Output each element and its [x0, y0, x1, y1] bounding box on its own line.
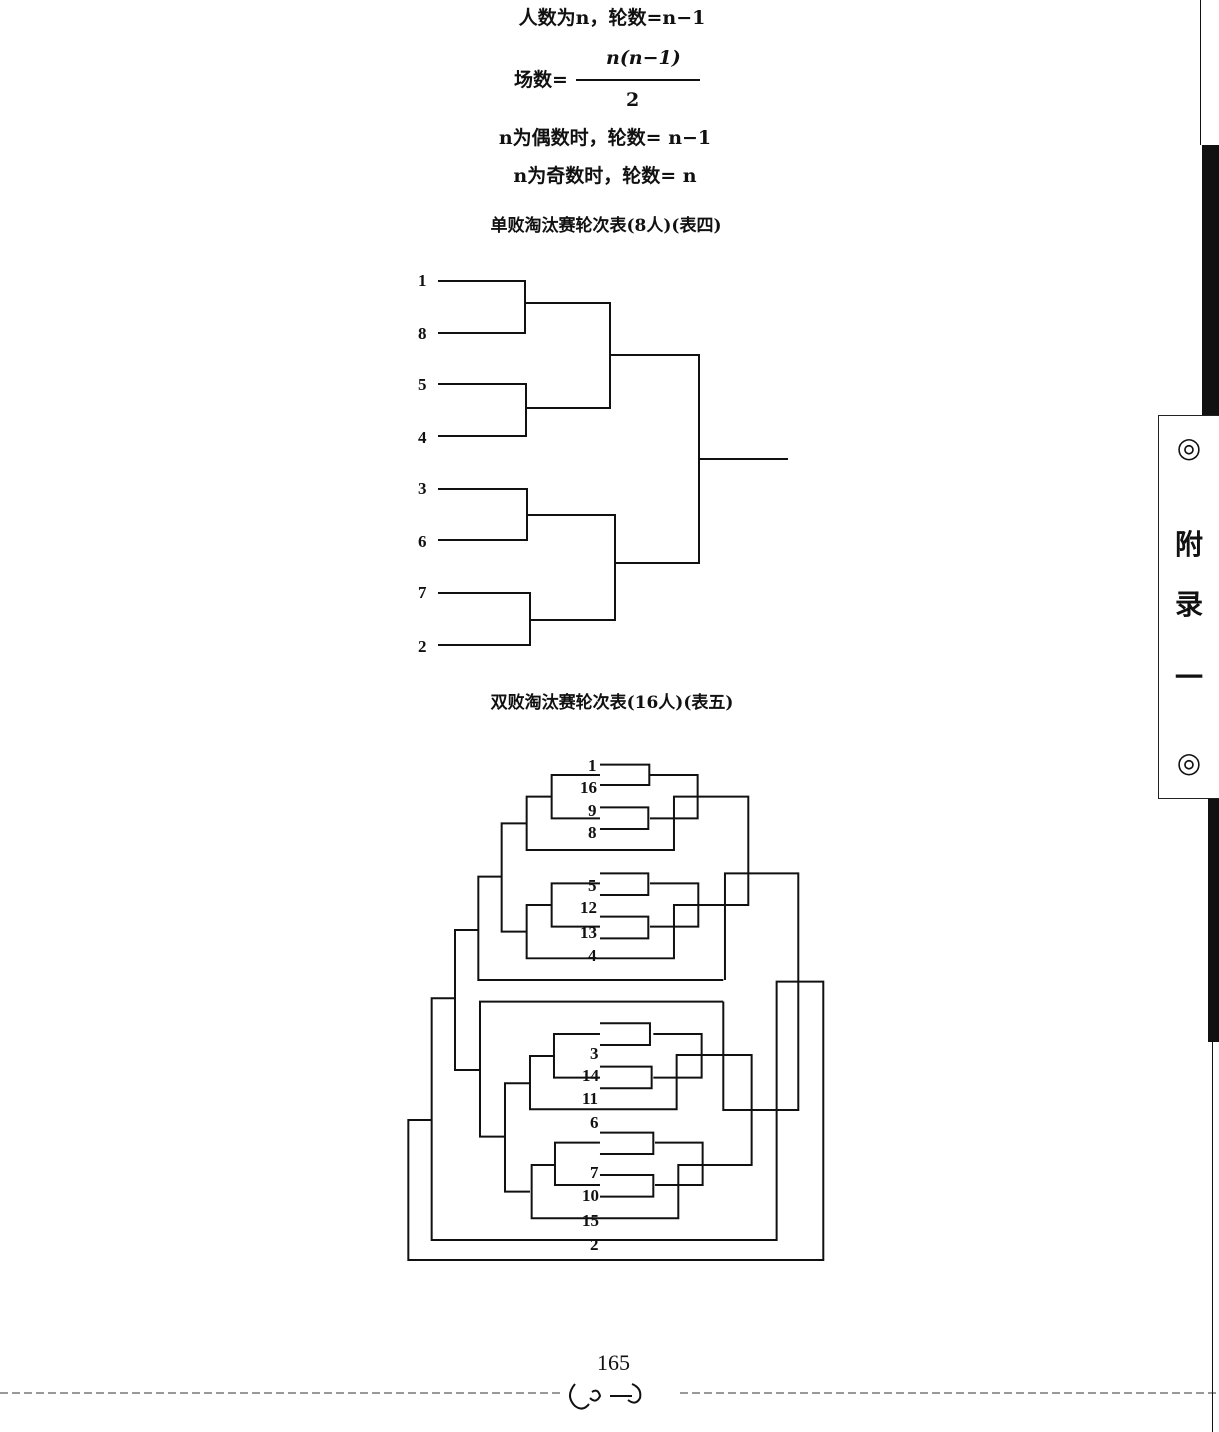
seed-label: 7 [590, 1163, 599, 1182]
tab-char: 附 [1174, 528, 1203, 561]
tab-char: 录 [1174, 588, 1203, 621]
seed-label: 3 [418, 479, 427, 498]
seed-label: 12 [580, 898, 597, 917]
circle-mark-icon: ◎ [1176, 746, 1202, 779]
seed-label: 5 [588, 876, 597, 895]
matches-label: 场数= [514, 69, 568, 91]
single-elim-title: 单败淘汰赛轮次表(8人)(表四) [490, 216, 722, 236]
seed-label: 7 [418, 583, 427, 602]
seed-label: 6 [418, 532, 427, 551]
ornament-logo [569, 1383, 642, 1410]
seed-label: 13 [580, 923, 597, 942]
seed-label: 2 [590, 1235, 599, 1254]
formula-rounds: 人数为n，轮数=n−1 [518, 7, 706, 29]
seed-label: 3 [590, 1044, 599, 1063]
margin-rule-bottom [1212, 1042, 1213, 1432]
seed-label: 15 [582, 1211, 599, 1230]
circle-mark-icon: ◎ [1176, 431, 1202, 464]
seed-label: 4 [418, 428, 427, 447]
margin-rule [1200, 0, 1201, 145]
appendix-side-tab: ◎ 附 录 一 ◎ [1158, 415, 1219, 799]
formula-even: n为偶数时，轮数= n−1 [498, 127, 712, 149]
numerator: n(n−1) [606, 47, 681, 69]
seed-label: 16 [580, 778, 597, 797]
denominator: 2 [626, 89, 640, 111]
single-elim-bracket [438, 280, 788, 646]
double-elim-title: 双败淘汰赛轮次表(16人)(表五) [490, 693, 734, 713]
seed-label: 5 [418, 375, 427, 394]
seed-label: 2 [418, 637, 427, 656]
thumb-bar-bottom [1208, 797, 1219, 1042]
seed-label: 4 [588, 946, 597, 965]
seed-label: 8 [588, 823, 597, 842]
fraction-bar [576, 79, 700, 81]
seed-label: 1 [588, 756, 597, 775]
seed-label: 11 [582, 1089, 599, 1108]
seed-label: 6 [590, 1113, 599, 1132]
seed-label: 8 [418, 324, 427, 343]
seed-label: 10 [582, 1186, 599, 1205]
formula-matches: 场数= n(n−1) 2 [514, 48, 714, 118]
page-number: 165 [597, 1350, 630, 1375]
seed-label: 9 [588, 801, 597, 820]
seed-label: 14 [582, 1066, 599, 1085]
tab-char: 一 [1174, 661, 1203, 694]
double-elim-bracket [407, 763, 825, 1261]
seed-label: 1 [418, 271, 427, 290]
thumb-bar-top [1202, 145, 1219, 415]
formula-odd: n为奇数时，轮数= n [513, 165, 697, 187]
